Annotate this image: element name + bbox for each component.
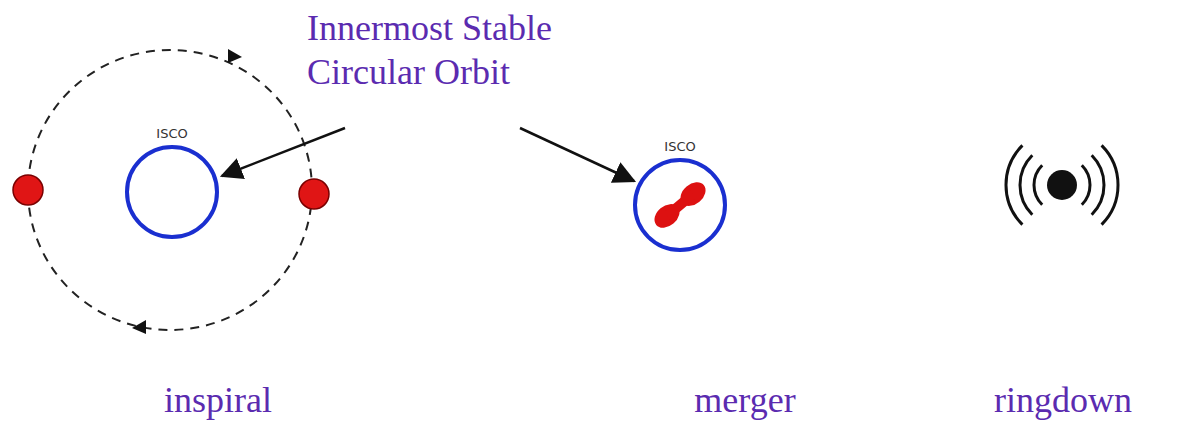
- ringdown-symbol: [1006, 145, 1118, 224]
- orbit-tag: ISCO: [156, 126, 187, 141]
- black-hole-body: [299, 179, 329, 209]
- leader-arrow: [222, 128, 345, 176]
- isco-outline: [632, 157, 728, 253]
- stage-label: ringdown: [994, 378, 1132, 422]
- isco-outline: [124, 144, 220, 240]
- stage-label: inspiral: [164, 378, 272, 422]
- isco-ring: [635, 160, 725, 250]
- orbit-tag: ISCO: [664, 139, 695, 154]
- isco-circle: ISCO: [124, 144, 220, 240]
- stage-label: merger: [694, 378, 795, 422]
- orbit-path: [28, 50, 312, 330]
- black-hole-body: [13, 175, 43, 205]
- merging-bodies: [650, 177, 710, 232]
- isco-circle: ISCO: [632, 157, 728, 253]
- leader-arrow: [520, 128, 634, 181]
- callout-label: Innermost Stable Circular Orbit: [307, 6, 637, 94]
- isco-ring: [127, 147, 217, 237]
- orbit-arrowhead: [132, 320, 146, 334]
- orbit-arrowhead: [228, 49, 242, 63]
